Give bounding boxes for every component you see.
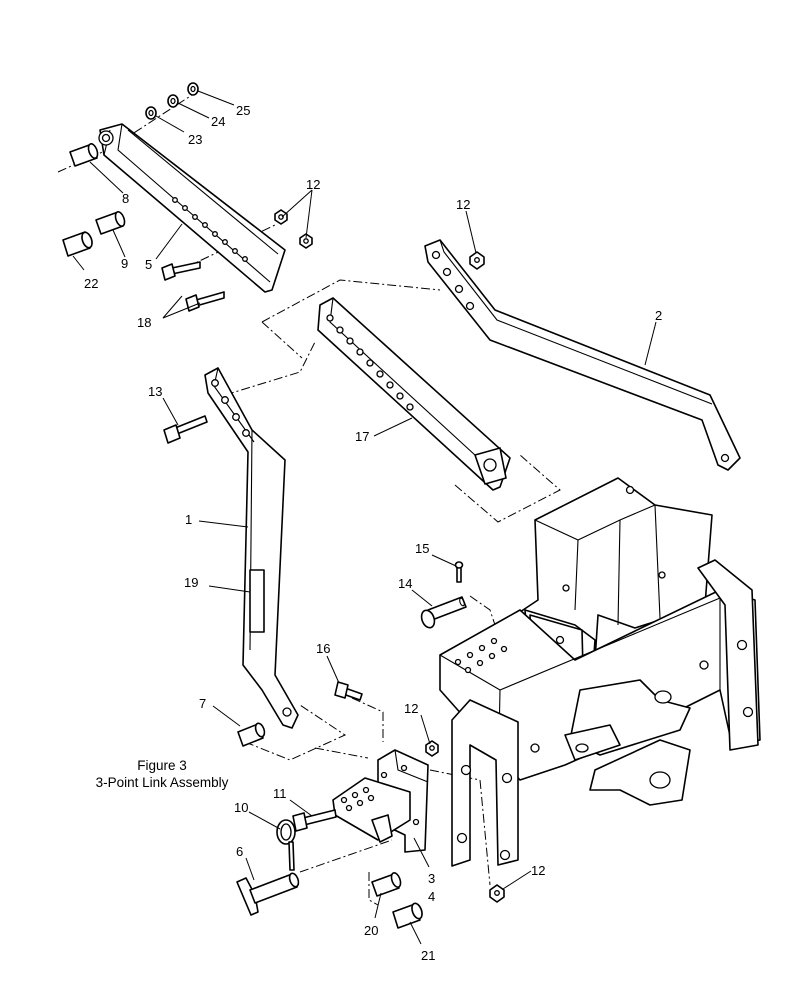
callout-2: 2 (655, 308, 662, 323)
part-3-4-bracket (332, 749, 429, 853)
callout-12b: 12 (456, 197, 470, 212)
part-10-linch-pin (276, 819, 296, 871)
part-25-washer (187, 82, 199, 96)
callout-labels: 1 2 3 4 5 6 7 8 9 10 11 12 12 12 12 13 1… (84, 103, 662, 963)
callout-6: 6 (236, 844, 243, 859)
part-5-top-link-tube (98, 123, 286, 293)
callout-4: 4 (428, 889, 435, 904)
part-19-decal (249, 569, 265, 633)
callout-3: 3 (428, 871, 435, 886)
part-15-clip (454, 561, 464, 583)
callout-17: 17 (355, 429, 369, 444)
callout-25: 25 (236, 103, 250, 118)
part-1-left-link (204, 367, 299, 729)
callout-24: 24 (211, 114, 225, 129)
part-16-bolt (334, 681, 363, 701)
callout-20: 20 (364, 923, 378, 938)
part-12-nut-d (489, 884, 505, 903)
part-12-nut-c (469, 251, 485, 270)
callout-5: 5 (145, 257, 152, 272)
tractor-frame (439, 477, 761, 867)
callout-18: 18 (137, 315, 151, 330)
part-18-bolt-upper (161, 261, 201, 281)
leader-lines (72, 90, 657, 945)
callout-22: 22 (84, 276, 98, 291)
part-12-nut-e (425, 740, 439, 757)
part-12-nut-a (274, 209, 288, 225)
part-9-bushing (95, 211, 126, 235)
part-21-bushing (392, 902, 423, 929)
top-link-holes (172, 197, 248, 262)
callout-12a: 12 (306, 177, 320, 192)
callout-15: 15 (415, 541, 429, 556)
callout-8: 8 (122, 191, 129, 206)
callout-1: 1 (185, 512, 192, 527)
part-13-bolt (163, 415, 208, 444)
callout-10: 10 (234, 800, 248, 815)
callout-9: 9 (121, 256, 128, 271)
callout-7: 7 (199, 696, 206, 711)
part-23-washer (145, 106, 157, 120)
part-14-pin (420, 596, 467, 629)
figure-subtitle: 3-Point Link Assembly (95, 775, 229, 790)
callout-16: 16 (316, 641, 330, 656)
part-2-right-link (424, 239, 741, 471)
part-7-bushing (237, 722, 266, 747)
part-17-adjusting-link (317, 297, 511, 491)
part-11-bolt (292, 809, 337, 832)
callout-23: 23 (188, 132, 202, 147)
callout-14: 14 (398, 576, 412, 591)
part-18-bolt-lower (185, 291, 225, 312)
callout-11: 11 (273, 786, 287, 801)
part-20-bushing (371, 872, 402, 897)
figure-title: Figure 3 (137, 758, 187, 773)
adjusting-link-holes (326, 314, 414, 411)
part-24-washer (167, 94, 179, 108)
callout-12d: 12 (531, 863, 545, 878)
part-8-bushing (69, 143, 99, 167)
callout-13: 13 (148, 384, 162, 399)
callout-21: 21 (421, 948, 435, 963)
part-6-hitch-pin (236, 872, 300, 916)
callout-12c: 12 (404, 701, 418, 716)
part-22-bushing (62, 231, 93, 257)
callout-19: 19 (184, 575, 198, 590)
